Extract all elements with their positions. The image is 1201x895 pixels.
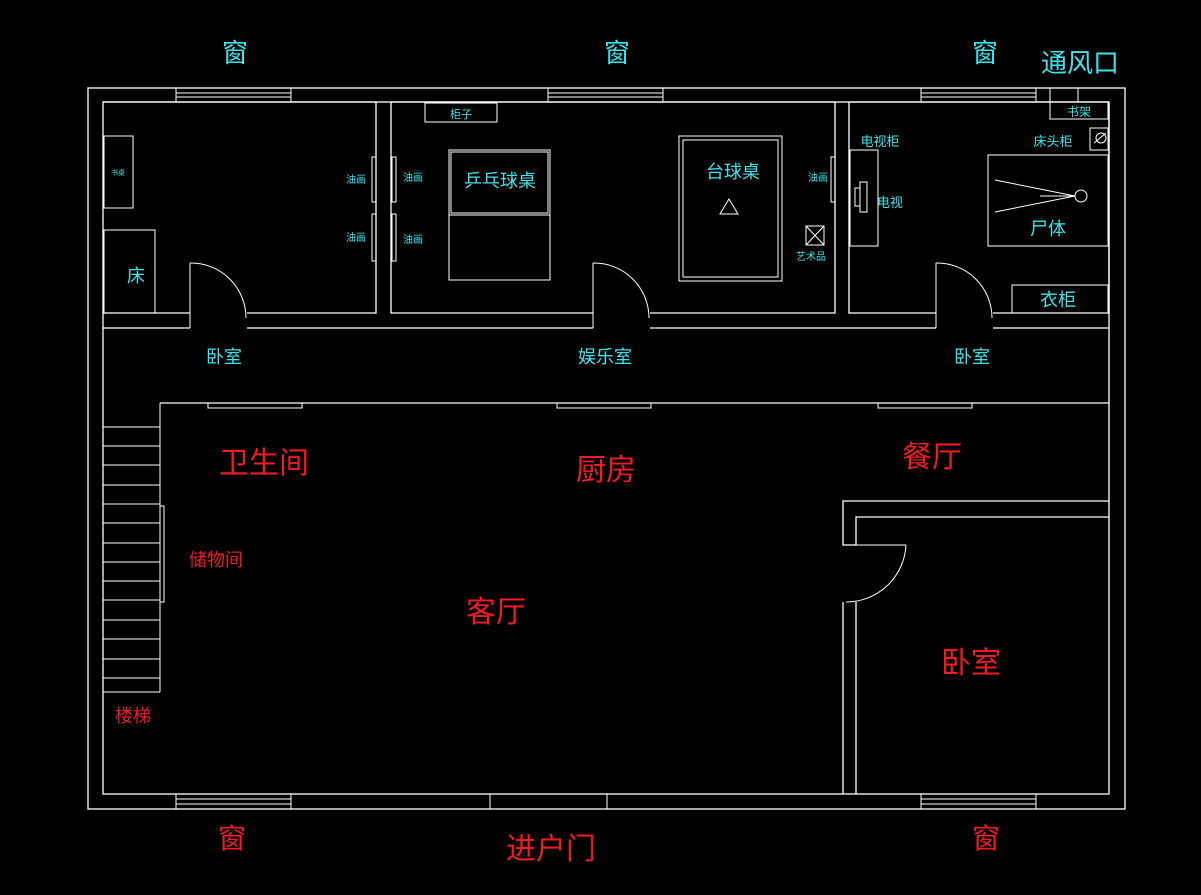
door-entertainment [592,262,650,328]
label-window-bottom-right: 窗 [972,822,1000,855]
label-desk-left: 书桌 [111,168,125,177]
billiards-table-inner [682,139,779,278]
label-painting-3: 油画 [403,171,423,184]
label-body: 尸体 [1030,219,1066,240]
painting-5-frame [830,156,836,203]
tv-cabinet [849,149,879,247]
window-top-mid [547,88,664,102]
label-painting-4: 油画 [403,233,423,246]
window-bottom-left [175,794,292,809]
label-bed: 床 [127,266,145,287]
entrance-door-gap [489,794,608,809]
label-stairs: 楼梯 [115,706,151,727]
stairs [103,403,165,693]
label-storage-room: 储物间 [189,550,243,571]
label-window-top-left: 窗 [222,39,248,69]
desk-left [103,135,134,209]
label-painting-1: 油画 [346,173,366,186]
label-tv-cabinet: 电视柜 [860,135,899,150]
label-kitchen: 厨房 [576,453,636,488]
window-top-left [175,88,292,102]
bookshelf [1049,101,1109,120]
painting-1-frame [371,156,377,203]
window-bottom-right [920,794,1037,809]
label-bathroom: 卫生间 [219,446,309,481]
label-pingpong-table: 乒乓球桌 [464,171,536,192]
label-vent: 通风口 [1041,49,1119,79]
bedroom-lower-right-walls [842,516,1109,794]
label-entertainment-room: 娱乐室 [578,347,632,368]
door-bedroom-upper-right [935,262,993,328]
wardrobe [1011,284,1109,314]
pingpong-inner-top [450,151,549,214]
door-bedroom-upper-left [189,262,247,328]
door-bedroom-lower-right [843,544,907,603]
artwork-box [805,225,825,246]
label-living-room: 客厅 [466,595,526,630]
label-dining-room: 餐厅 [902,440,962,475]
bed-left [103,229,156,314]
label-window-bottom-left: 窗 [218,822,246,855]
label-artwork: 艺术品 [796,251,826,263]
label-tv: 电视 [877,196,903,211]
label-entrance-door: 进户门 [506,832,596,867]
label-shelf: 柜子 [450,108,472,121]
painting-2-frame [371,213,377,262]
body-outline [994,179,1088,213]
label-window-top-right: 窗 [972,39,998,69]
label-painting-2: 油画 [346,231,366,244]
label-billiards-table: 台球桌 [706,162,760,183]
label-bookshelf: 书架 [1067,105,1091,119]
room-entertainment-walls [390,101,836,314]
bed-right [987,154,1109,247]
label-bedroom-upper-left: 卧室 [206,347,242,368]
painting-3-frame [391,156,397,203]
window-top-right [920,88,1037,102]
tv-icon [854,181,868,213]
label-nightstand: 床头柜 [1033,135,1072,150]
label-bedroom-upper-right: 卧室 [954,347,990,368]
painting-4-frame [391,213,397,262]
label-wardrobe: 衣柜 [1040,290,1076,311]
billiards-triangle [719,198,739,215]
shelf-entertainment [424,102,498,123]
billiards-table-outer [678,135,783,282]
label-painting-5: 油画 [808,171,828,184]
label-window-top-mid: 窗 [604,39,630,69]
label-bedroom-lower-right: 卧室 [941,646,1001,681]
corridor-windows [207,402,973,409]
vent-opening [1049,88,1079,102]
nightstand-lamp-icon [1089,127,1109,151]
